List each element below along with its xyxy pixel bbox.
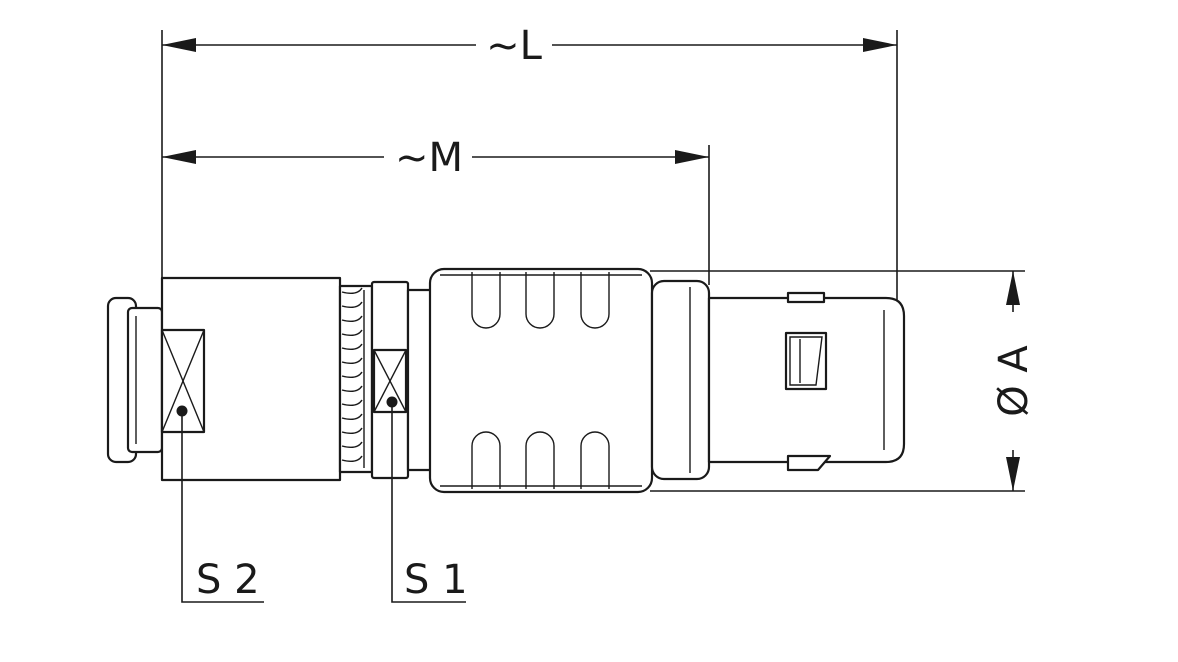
dimension-M-label: ~M xyxy=(395,135,463,181)
connector-body xyxy=(106,267,906,494)
dimension-A: Ø A xyxy=(650,270,1037,492)
collet-nut-s1 xyxy=(370,280,434,480)
front-insert xyxy=(707,291,906,472)
s1-label: S 1 xyxy=(404,557,468,603)
s2-label: S 2 xyxy=(196,557,260,603)
leader-s2: S 2 xyxy=(181,411,264,603)
dimension-L-label: ~L xyxy=(486,23,543,69)
dimension-L: ~L xyxy=(162,23,897,69)
rear-nut-s2 xyxy=(160,276,342,482)
dimension-A-label: Ø A xyxy=(991,345,1037,417)
leader-s1: S 1 xyxy=(391,402,468,603)
extension-lines xyxy=(161,30,898,300)
rear-end-cap xyxy=(106,296,164,464)
dimension-M: ~M xyxy=(162,135,709,181)
front-collar xyxy=(650,279,711,481)
grip-sleeve xyxy=(428,267,654,494)
threaded-section xyxy=(338,284,374,474)
